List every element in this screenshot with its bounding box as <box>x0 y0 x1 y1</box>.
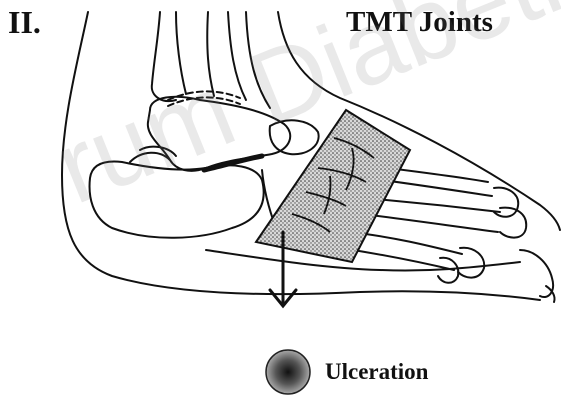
section-numeral: II. <box>8 4 41 41</box>
sinus-tarsi <box>204 156 262 170</box>
toe-5 <box>520 250 553 297</box>
skin-outline <box>62 12 540 300</box>
ulcer-icon <box>266 350 310 394</box>
fibula <box>152 12 176 101</box>
calcaneus <box>90 162 264 238</box>
tmt-joint-region <box>256 110 410 262</box>
talus-dome <box>168 91 240 100</box>
toe-2 <box>500 208 526 238</box>
sole-line <box>206 250 520 271</box>
navicular <box>270 120 319 154</box>
ulcer-label: Ulceration <box>325 359 428 385</box>
toe-3 <box>458 248 484 278</box>
figure-title: TMT Joints <box>346 6 493 39</box>
tibia <box>207 12 214 96</box>
